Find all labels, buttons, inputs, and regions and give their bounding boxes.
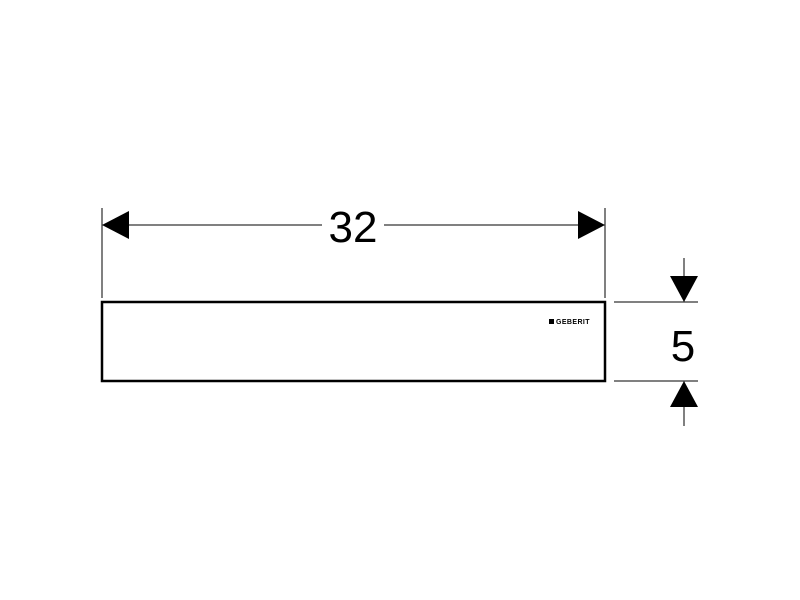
height-arrow-top-icon [670, 276, 698, 302]
logo-text: GEBERIT [556, 319, 590, 326]
logo-square-icon [549, 319, 554, 324]
width-dimension-label: 32 [329, 203, 378, 252]
geberit-logo: GEBERIT [549, 319, 590, 326]
width-arrow-right-icon [578, 211, 605, 239]
width-arrow-left-icon [102, 211, 129, 239]
height-arrow-bottom-icon [670, 381, 698, 407]
height-dimension-label: 5 [671, 322, 695, 371]
product-outline [100, 300, 607, 383]
